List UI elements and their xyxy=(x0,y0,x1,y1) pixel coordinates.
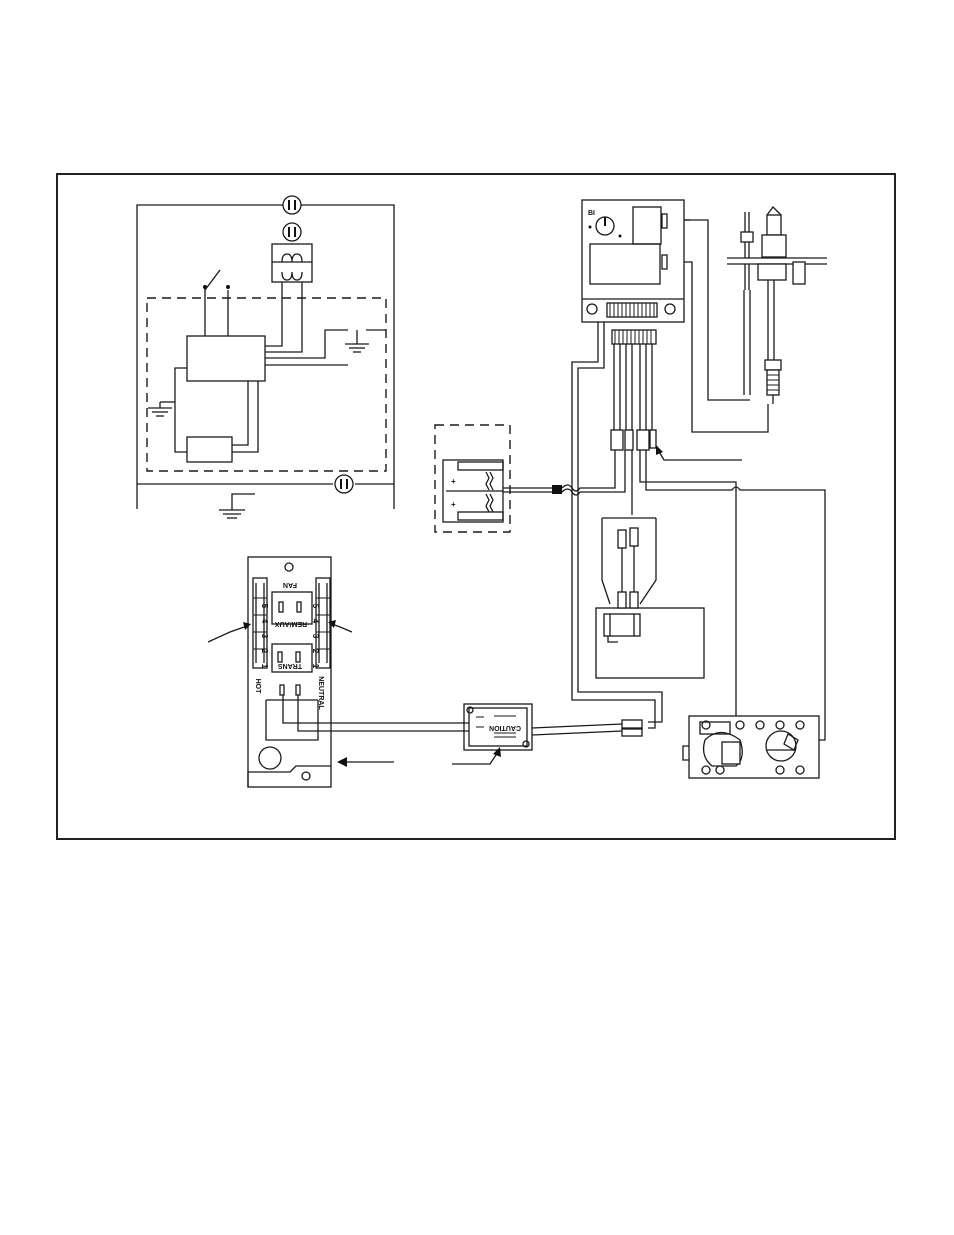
terminal-number-right-4: 4 xyxy=(311,619,320,624)
pointer-arrow-harness xyxy=(656,445,742,461)
switch-icon xyxy=(203,269,230,336)
terminal-number-right-5: 5 xyxy=(311,604,320,609)
svg-text:+: + xyxy=(451,477,456,486)
wire-terminals xyxy=(617,527,639,609)
ground-icon-3 xyxy=(219,493,255,519)
rem-aux-label: REM/AUX xyxy=(275,620,308,627)
terminal-number-left-1: 1 xyxy=(260,664,269,669)
ground-icon-1 xyxy=(345,330,369,353)
terminal-number-left-5: 5 xyxy=(260,604,269,609)
control-module-box xyxy=(186,335,266,382)
diagram-frame xyxy=(56,173,896,840)
plug-in-transformer: CAUTION xyxy=(463,703,533,751)
pointer-arrow-terminal-block xyxy=(337,757,394,767)
svg-text:BI: BI xyxy=(588,210,595,217)
terminal-number-right-1: 1 xyxy=(311,664,320,669)
terminal-number-right-2: 2 xyxy=(311,649,320,654)
pointer-arrow-left-strip xyxy=(207,622,251,643)
transformer-caution-label: CAUTION xyxy=(489,724,521,731)
transformer-plug-connector xyxy=(621,719,643,729)
pilot-assembly xyxy=(727,206,827,404)
terminal-number-left-4: 4 xyxy=(260,619,269,624)
terminal-number-right-3: 3 xyxy=(311,634,320,639)
receptacle-icon-bottom xyxy=(334,474,354,494)
valve-box xyxy=(186,436,233,463)
schematic-panel xyxy=(136,195,395,519)
svg-text:+: + xyxy=(451,500,456,509)
neutral-label: NEUTRAL xyxy=(317,676,324,710)
pointer-arrow-transformer xyxy=(452,747,501,765)
schematic-dashed-enclosure xyxy=(146,297,387,472)
wire-harness-connector xyxy=(610,329,657,451)
receptacle-icon-top xyxy=(282,195,302,215)
pointer-arrow-right-strip xyxy=(328,620,353,633)
trans-label: TRANS xyxy=(278,662,302,669)
hot-label: HOT xyxy=(254,679,261,695)
header-fan-label: FAN xyxy=(283,581,297,588)
battery-pack: + + xyxy=(434,424,511,533)
switch-callout xyxy=(595,517,705,679)
rocker-switch-icon xyxy=(603,613,641,643)
terminal-number-left-2: 2 xyxy=(260,649,269,654)
ignition-module: BI xyxy=(581,199,690,323)
gas-valve xyxy=(682,715,820,779)
ground-icon-2 xyxy=(148,402,172,417)
transformer-coil-icon xyxy=(271,222,313,298)
terminal-block: FAN REM/AUX TRANS HOT NEUTRAL 5 4 3 2 1 … xyxy=(247,556,332,788)
terminal-number-left-3: 3 xyxy=(260,634,269,639)
